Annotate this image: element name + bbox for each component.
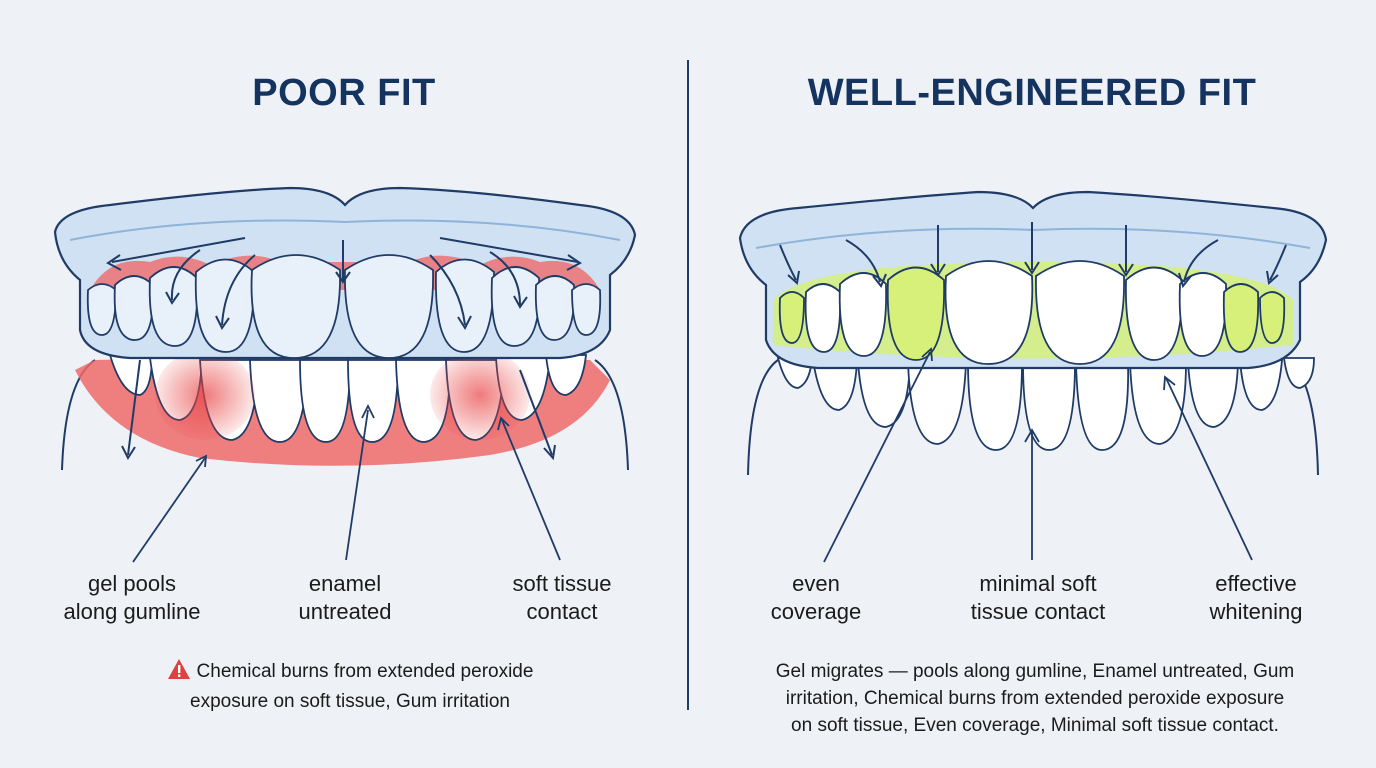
summary-line-2: irritation, Chemical burns from extended…: [785, 688, 1285, 709]
summary-line-1: Gel migrates — pools along gumline, Enam…: [775, 661, 1295, 682]
label-soft-tissue-contact: soft tissue contact: [512, 571, 612, 624]
warning-note: Chemical burns from extended peroxide ex…: [120, 658, 580, 715]
warning-line-2: exposure on soft tissue, Gum irritation: [190, 691, 510, 712]
upper-teeth: [86, 254, 602, 359]
summary-line-3: on soft tissue, Even coverage, Minimal s…: [791, 715, 1279, 736]
label-even-coverage: even coverage: [770, 571, 862, 624]
irritation-glow-left: [155, 350, 255, 440]
irritation-glow-right: [430, 350, 530, 440]
label-minimal-soft-tissue: minimal soft tissue contact: [970, 571, 1106, 624]
callout-pointers: [823, 347, 1253, 563]
warning-triangle-icon: [167, 658, 191, 688]
gel-flow-arrows: [106, 237, 582, 461]
even-pressure-arrows: [779, 222, 1287, 289]
left-cheek-outline: [747, 359, 779, 476]
label-effective-whitening: effective whitening: [1209, 571, 1303, 624]
poor-fit-panel: POOR FIT: [53, 72, 637, 715]
label-enamel-untreated: enamel untreated: [298, 571, 392, 624]
poor-fit-illustration: [53, 186, 637, 563]
well-engineered-fit-title: WELL-ENGINEERED FIT: [807, 72, 1257, 114]
poor-fit-title: POOR FIT: [252, 72, 436, 114]
callout-pointers: [132, 403, 561, 563]
tray-rim: [69, 219, 621, 241]
label-gel-pools: gel pools along gumline: [63, 571, 201, 624]
warning-line-1: Chemical burns from extended peroxide: [196, 661, 534, 682]
well-engineered-fit-panel: WELL-ENGINEERED FIT: [688, 0, 1376, 768]
well-engineered-fit-illustration: [738, 190, 1328, 563]
summary-note: Gel migrates — pools along gumline, Enam…: [740, 658, 1330, 739]
right-cheek-outline: [594, 359, 629, 471]
lower-teeth: [776, 357, 1315, 451]
panel-divider: [687, 60, 689, 710]
upper-teeth: [778, 260, 1286, 365]
